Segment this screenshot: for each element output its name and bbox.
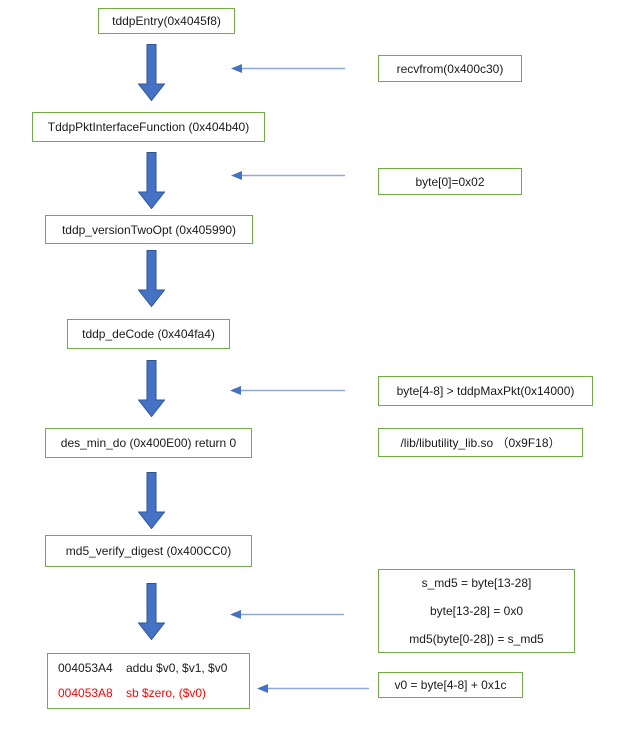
flow-node-label: tddp_versionTwoOpt (0x405990) (61, 222, 237, 237)
annotation-arrow-v0 (257, 684, 369, 693)
annotation-label: byte[4-8] > tddpMaxPkt(0x14000) (396, 384, 575, 398)
asm-instruction: sb $zero, ($v0) (126, 686, 207, 700)
flow-node-tddp-decode: tddp_deCode (0x404fa4) (67, 319, 230, 349)
asm-line-2-highlighted: 004053A8 sb $zero, ($v0) (58, 681, 206, 706)
flow-node-asm-listing: 004053A4 addu $v0, $v1, $v0 004053A8 sb $z… (47, 653, 250, 709)
annotation-node-recvfrom: recvfrom(0x400c30) (378, 55, 522, 82)
annotation-arrow-byte0 (231, 171, 345, 180)
annotation-label: byte[0]=0x02 (415, 174, 485, 189)
flow-node-label: des_min_do (0x400E00) return 0 (60, 436, 237, 450)
flow-down-arrow-6 (138, 583, 165, 640)
asm-instruction: addu $v0, $v1, $v0 (126, 661, 228, 675)
flow-node-tddp-pkt-interface-function: TddpPktInterfaceFunction (0x404b40) (32, 112, 265, 142)
flow-down-arrow-3 (138, 250, 165, 307)
annotation-node-v0: v0 = byte[4-8] + 0x1c (378, 672, 523, 698)
asm-line-1: 004053A4 addu $v0, $v1, $v0 (58, 656, 227, 681)
flow-node-label: tddpEntry(0x4045f8) (112, 14, 221, 28)
asm-address: 004053A8 (58, 686, 113, 700)
annotation-node-byte0: byte[0]=0x02 (378, 168, 522, 195)
annotation-node-md5-block: s_md5 = byte[13-28] byte[13-28] = 0x0 md… (378, 569, 575, 653)
annotation-arrow-md5-block (230, 610, 344, 619)
annotation-node-library: /lib/libutility_lib.so （0x9F18） (378, 428, 583, 457)
annotation-line: byte[13-28] = 0x0 (429, 604, 524, 618)
flow-node-label: TddpPktInterfaceFunction (0x404b40) (47, 120, 250, 134)
annotation-line: md5(byte[0-28]) = s_md5 (409, 632, 544, 646)
flow-node-tddp-version-two-opt: tddp_versionTwoOpt (0x405990) (45, 215, 253, 244)
annotation-arrow-tddp-max-pkt (230, 386, 345, 395)
flow-node-tddp-entry: tddpEntry(0x4045f8) (98, 8, 235, 34)
flow-node-md5-verify-digest: md5_verify_digest (0x400CC0) (45, 535, 252, 567)
annotation-label: /lib/libutility_lib.so （0x9F18） (400, 436, 561, 450)
flow-node-label: tddp_deCode (0x404fa4) (82, 327, 215, 341)
annotation-label: v0 = byte[4-8] + 0x1c (394, 678, 507, 692)
annotation-node-tddp-max-pkt: byte[4-8] > tddpMaxPkt(0x14000) (378, 376, 593, 406)
annotation-label: recvfrom(0x400c30) (396, 61, 504, 76)
flow-down-arrow-1 (138, 44, 165, 101)
asm-address: 004053A4 (58, 661, 113, 675)
flow-down-arrow-2 (138, 152, 165, 209)
annotation-line: s_md5 = byte[13-28] (421, 576, 532, 590)
annotation-arrow-recvfrom (231, 64, 345, 73)
flow-node-des-min-do: des_min_do (0x400E00) return 0 (45, 428, 252, 458)
flow-down-arrow-5 (138, 472, 165, 529)
flow-node-label: md5_verify_digest (0x400CC0) (65, 544, 232, 558)
flow-down-arrow-4 (138, 360, 165, 417)
